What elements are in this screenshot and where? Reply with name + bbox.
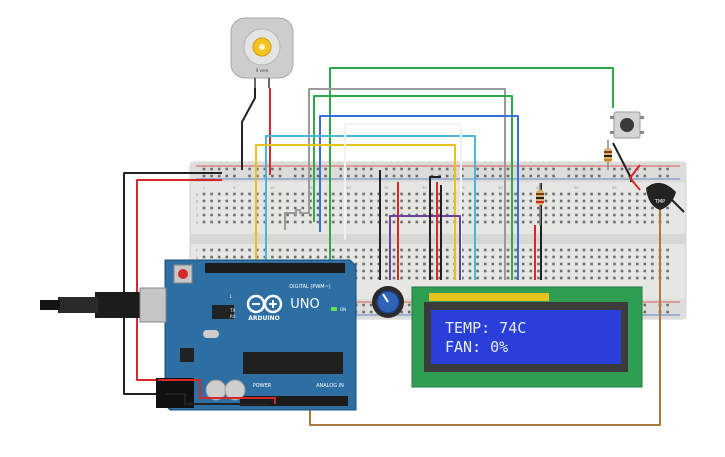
lcd-pin-header xyxy=(429,293,549,301)
wire-gray[interactable] xyxy=(295,88,506,280)
power-analog-header xyxy=(240,396,348,406)
column-number-label: 25 xyxy=(384,186,388,190)
column-number-label: 30 xyxy=(422,186,426,190)
column-number-label: 20 xyxy=(346,186,350,190)
on-label: ON xyxy=(340,307,346,312)
row-letter-label: b xyxy=(196,200,199,204)
row-letter-label: c xyxy=(196,207,198,211)
arduino-logo-icon xyxy=(246,294,283,314)
wire-green-button[interactable] xyxy=(329,67,614,265)
lcd-display[interactable]: TEMP: 74C FAN: 0% xyxy=(411,286,643,388)
column-number-label: 40 xyxy=(498,186,502,190)
lcd-line-2: FAN: 0% xyxy=(445,338,508,356)
pot-knob-indicator-icon xyxy=(382,293,389,303)
wire-yellow[interactable] xyxy=(255,144,456,280)
led-rx-label: RX xyxy=(230,314,236,319)
pushbutton[interactable] xyxy=(610,111,644,139)
led-tx-label: TX xyxy=(229,308,235,313)
lcd-line-1: TEMP: 74C xyxy=(445,319,526,337)
lcd-screen xyxy=(431,310,621,364)
led-l-label: L xyxy=(230,294,233,299)
wire-purple[interactable] xyxy=(389,215,461,280)
arduino-board[interactable]: ARDUINO UNO DIGITAL (PWM~) POWER ANALOG … xyxy=(40,259,357,411)
usb-connector xyxy=(40,287,167,323)
row-letter-label: g xyxy=(196,256,198,260)
wire-sensor-vcc[interactable] xyxy=(629,164,641,191)
digital-header xyxy=(205,263,345,273)
wire-green-2[interactable] xyxy=(313,95,513,280)
wire-gnd-rail[interactable] xyxy=(123,172,222,395)
row-letter-label: f xyxy=(196,249,198,253)
row-letter-label: a xyxy=(196,193,198,197)
resistor-lcd[interactable] xyxy=(536,183,544,225)
power-led xyxy=(331,307,337,311)
dc-motor[interactable]: 9 vnm xyxy=(230,17,294,88)
wire-cyan[interactable] xyxy=(265,135,476,280)
wire-motor-black[interactable] xyxy=(241,88,256,170)
wire-white[interactable] xyxy=(344,123,462,280)
resistor-button[interactable] xyxy=(604,140,612,170)
temperature-sensor[interactable]: TMP xyxy=(646,182,676,210)
power-header-label: POWER xyxy=(253,383,272,389)
wire-lcd-gnd[interactable] xyxy=(429,176,441,280)
board-model: UNO xyxy=(290,297,319,312)
column-number-label: 50 xyxy=(574,186,578,190)
wire-sensor-signal[interactable] xyxy=(309,210,661,426)
column-number-label: 1 xyxy=(203,186,205,190)
sensor-label: TMP xyxy=(654,199,665,205)
motor-label: 9 vnm xyxy=(256,68,269,73)
row-letter-label: e xyxy=(196,221,198,225)
column-number-label: 10 xyxy=(270,186,274,190)
column-number-label: 15 xyxy=(308,186,312,190)
wire-blue[interactable] xyxy=(319,115,519,280)
atmega-chip xyxy=(243,352,343,374)
column-number-label: 5 xyxy=(233,186,235,190)
analog-header-label: ANALOG IN xyxy=(316,383,344,389)
column-number-label: 55 xyxy=(612,186,616,190)
board-brand: ARDUINO xyxy=(248,315,279,322)
row-letter-label: d xyxy=(196,214,198,218)
column-number-label: 45 xyxy=(536,186,540,190)
digital-header-label: DIGITAL (PWM~) xyxy=(289,284,331,290)
wire-5v-rail[interactable] xyxy=(136,179,222,381)
column-number-label: 35 xyxy=(460,186,464,190)
potentiometer[interactable] xyxy=(372,286,404,318)
wires xyxy=(123,67,685,426)
